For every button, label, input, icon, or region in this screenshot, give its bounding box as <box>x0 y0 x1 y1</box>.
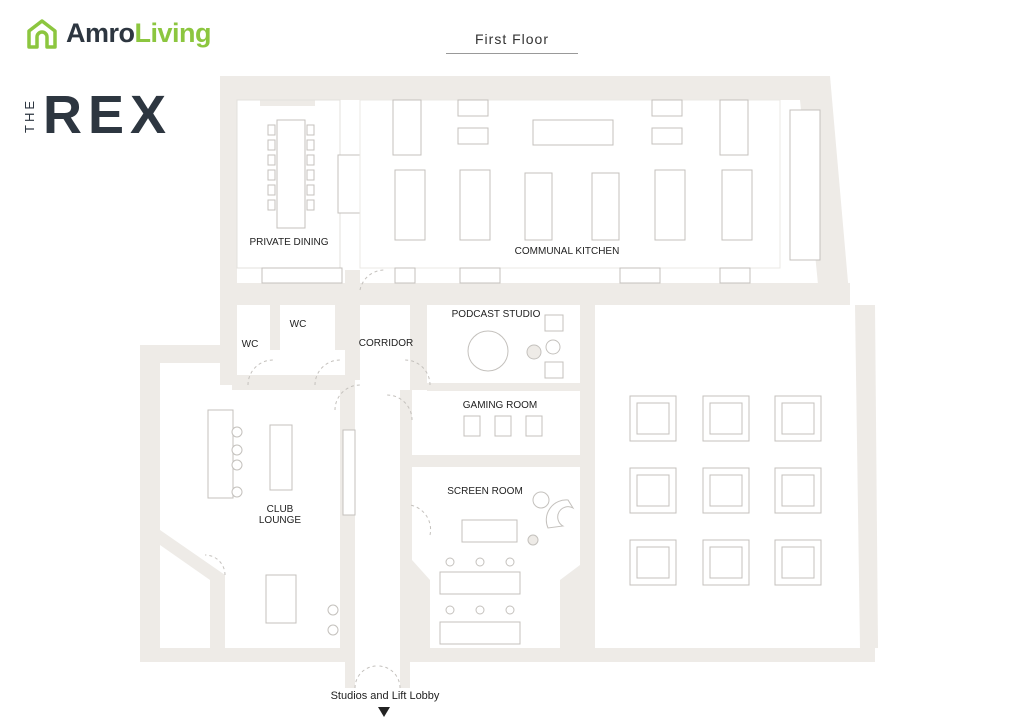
room-label-communal-kitchen: COMMUNAL KITCHEN <box>515 246 620 257</box>
room-label-corridor: CORRIDOR <box>359 338 413 349</box>
brand-living: Living <box>134 18 212 48</box>
window-pillars <box>260 76 755 106</box>
screen-room-furniture <box>439 491 575 645</box>
communal-kitchen-furniture <box>261 99 821 284</box>
room-label-wc-1: WC <box>242 339 259 350</box>
house-icon <box>27 18 57 49</box>
amro-living-logo: AmroLiving <box>26 18 212 49</box>
room-label-podcast-studio: PODCAST STUDIO <box>452 309 541 320</box>
the-rex-logo: THE REX <box>22 88 172 142</box>
room-label-screen-room: SCREEN ROOM <box>447 486 523 497</box>
open-area-features <box>629 395 822 586</box>
arrow-down-icon <box>378 707 390 717</box>
room-label-lounge: LOUNGE <box>259 515 302 526</box>
room-label-private-dining: PRIVATE DINING <box>249 237 328 248</box>
exit-label: Studios and Lift Lobby <box>330 690 440 702</box>
floor-title: First Floor <box>446 31 578 54</box>
room-label-club: CLUB <box>267 504 294 515</box>
gaming-room-furniture <box>463 415 543 437</box>
podcast-studio-furniture <box>467 314 564 379</box>
private-dining-furniture <box>236 99 361 269</box>
door-swings <box>204 269 432 689</box>
room-label-wc-2: WC <box>290 319 307 330</box>
club-lounge-furniture <box>207 409 356 636</box>
rex-name: REX <box>43 85 173 145</box>
walls <box>140 76 878 688</box>
brand-amro: Amro <box>66 18 135 48</box>
room-label-gaming-room: GAMING ROOM <box>463 400 537 411</box>
